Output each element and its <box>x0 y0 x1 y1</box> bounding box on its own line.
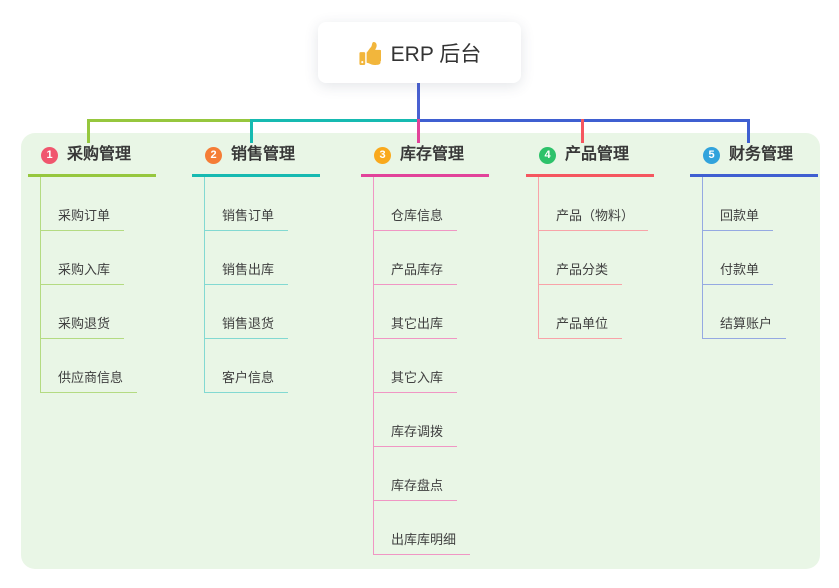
connector-drop-product <box>581 119 584 143</box>
branch-column-2: 2 销售管理 销售订单销售出库销售退货客户信息 <box>192 144 320 393</box>
branches-panel <box>21 133 820 569</box>
branch-topic-label: 库存管理 <box>400 146 465 163</box>
subtopic-1-3[interactable]: 采购退货 <box>41 285 125 339</box>
branch-column-3: 3 库存管理 仓库信息产品库存其它出库其它入库库存调拨库存盘点出库库明细 <box>361 144 489 555</box>
branch-topic-label: 销售管理 <box>231 146 296 163</box>
root-connector-line <box>417 83 420 121</box>
connector-drop-purchase <box>87 119 90 143</box>
connector-drop-sales <box>250 119 253 143</box>
subtopic-2-4[interactable]: 客户信息 <box>205 339 289 393</box>
subtopic-1-2[interactable]: 采购入库 <box>41 231 125 285</box>
subtopic-3-3[interactable]: 其它出库 <box>374 285 458 339</box>
branch-column-1: 1 采购管理 采购订单采购入库采购退货供应商信息 <box>28 144 156 393</box>
connector-h-sales <box>251 119 419 122</box>
subtopic-4-1[interactable]: 产品（物料） <box>539 177 649 231</box>
subtopic-5-1[interactable]: 回款单 <box>703 177 774 231</box>
branch-topic[interactable]: 1 采购管理 <box>28 144 156 177</box>
branch-topic-label: 采购管理 <box>67 146 132 163</box>
branch-topic[interactable]: 3 库存管理 <box>361 144 489 177</box>
branch-number-badge: 4 <box>539 146 556 164</box>
subtopic-3-6[interactable]: 库存盘点 <box>374 447 458 501</box>
subtopic-2-1[interactable]: 销售订单 <box>205 177 289 231</box>
subtopic-4-3[interactable]: 产品单位 <box>539 285 623 339</box>
subtopic-5-2[interactable]: 付款单 <box>703 231 774 285</box>
subtopic-4-2[interactable]: 产品分类 <box>539 231 623 285</box>
branch-number-badge: 2 <box>205 146 222 164</box>
branch-subtopics: 采购订单采购入库采购退货供应商信息 <box>40 177 138 393</box>
branch-number-badge: 5 <box>703 146 720 164</box>
branch-subtopics: 销售订单销售出库销售退货客户信息 <box>204 177 289 393</box>
branch-topic[interactable]: 4 产品管理 <box>526 144 654 177</box>
subtopic-1-4[interactable]: 供应商信息 <box>41 339 138 393</box>
root-topic-label: ERP 后台 <box>390 42 482 66</box>
branch-topic[interactable]: 5 财务管理 <box>690 144 818 177</box>
branch-column-5: 5 财务管理 回款单付款单结算账户 <box>690 144 818 339</box>
subtopic-3-5[interactable]: 库存调拨 <box>374 393 458 447</box>
branch-topic[interactable]: 2 销售管理 <box>192 144 320 177</box>
root-topic[interactable]: ERP 后台 <box>318 22 521 83</box>
branch-number-badge: 1 <box>41 146 58 164</box>
branch-column-4: 4 产品管理 产品（物料）产品分类产品单位 <box>526 144 654 339</box>
subtopic-3-1[interactable]: 仓库信息 <box>374 177 458 231</box>
branch-number-badge: 3 <box>374 146 391 164</box>
connector-drop-finance <box>747 119 750 143</box>
subtopic-1-1[interactable]: 采购订单 <box>41 177 125 231</box>
branch-subtopics: 仓库信息产品库存其它出库其它入库库存调拨库存盘点出库库明细 <box>373 177 471 555</box>
subtopic-3-7[interactable]: 出库库明细 <box>374 501 471 555</box>
branch-subtopics: 产品（物料）产品分类产品单位 <box>538 177 649 339</box>
connector-h-purchase <box>87 119 253 122</box>
subtopic-2-2[interactable]: 销售出库 <box>205 231 289 285</box>
subtopic-3-4[interactable]: 其它入库 <box>374 339 458 393</box>
branch-topic-label: 财务管理 <box>729 146 794 163</box>
subtopic-5-3[interactable]: 结算账户 <box>703 285 787 339</box>
thumbs-up-icon <box>359 42 381 65</box>
branch-topic-label: 产品管理 <box>565 146 630 163</box>
branch-subtopics: 回款单付款单结算账户 <box>702 177 787 339</box>
subtopic-2-3[interactable]: 销售退货 <box>205 285 289 339</box>
subtopic-3-2[interactable]: 产品库存 <box>374 231 458 285</box>
connector-drop-inventory <box>417 119 420 143</box>
